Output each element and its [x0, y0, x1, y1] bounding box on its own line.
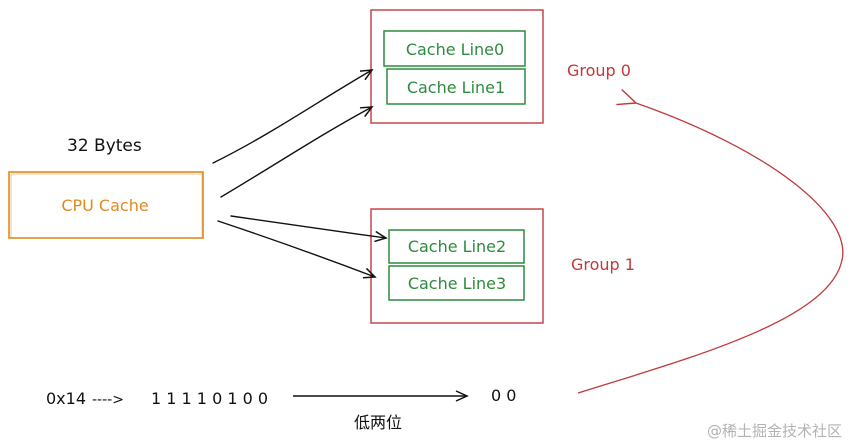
arrow-to-cache-line-2	[230, 215, 388, 243]
group-0-label: Group 0	[567, 61, 631, 80]
group-1-box: Cache Line2 Cache Line3	[370, 208, 544, 324]
cache-line-0: Cache Line0	[383, 30, 526, 67]
arrow-to-cache-line-3	[217, 220, 377, 279]
arrow-to-cache-line-1	[220, 106, 374, 198]
group-0-box: Cache Line0 Cache Line1	[370, 9, 544, 124]
cpu-cache-box: CPU Cache	[8, 171, 204, 239]
low-bits-value: 0 0	[491, 386, 516, 405]
arrow-to-cache-line-0	[212, 69, 374, 164]
address-arrow: ---->	[92, 392, 124, 408]
address-binary: 1 1 1 1 0 1 0 0	[151, 389, 268, 408]
group-select-arrow	[577, 88, 844, 394]
cache-line-2-label: Cache Line2	[408, 237, 506, 256]
group-1-label: Group 1	[571, 255, 635, 274]
cache-line-0-label: Cache Line0	[406, 40, 504, 59]
cache-line-1: Cache Line1	[386, 68, 526, 105]
watermark-text: @稀土掘金技术社区	[707, 422, 842, 440]
cache-line-3-label: Cache Line3	[408, 274, 506, 293]
cache-line-3: Cache Line3	[388, 265, 525, 301]
mapping-arrows	[212, 69, 388, 279]
cache-line-1-label: Cache Line1	[407, 78, 505, 97]
cache-line-2: Cache Line2	[388, 229, 525, 264]
address-hex: 0x14	[46, 389, 86, 408]
cache-size-label: 32 Bytes	[67, 136, 142, 156]
low-bits-label: 低两位	[354, 413, 402, 432]
cpu-cache-label: CPU Cache	[61, 196, 148, 215]
